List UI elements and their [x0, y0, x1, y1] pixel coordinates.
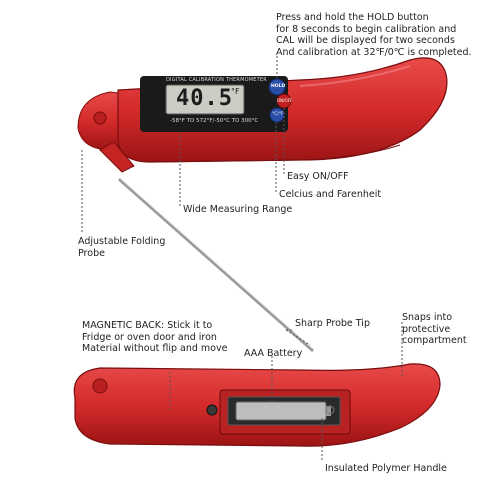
unit-button [269, 107, 285, 123]
magnet [206, 404, 218, 416]
aaa-battery [235, 401, 327, 421]
snaps-into-label: Snaps into protective compartment [402, 312, 467, 346]
callout-lines [81, 56, 403, 460]
magnetic-back-label: MAGNETIC BACK: Stick it to Fridge or ove… [82, 320, 228, 354]
unit-button-label: °C/°F [272, 112, 284, 117]
sharp-probe-tip-label: Sharp Probe Tip [295, 318, 370, 329]
hold-button-label: HOLD [271, 84, 286, 89]
range-text: -58°F TO 572°F/-50°C TO 300°C [170, 118, 259, 124]
thermometer-closed [73, 363, 441, 447]
lcd-reading: 40.5 [176, 86, 233, 111]
probe-rod [118, 178, 314, 352]
insulated-handle-label: Insulated Polymer Handle [325, 463, 447, 474]
celsius-fahrenheit-label: Celcius and Farenheit [279, 189, 382, 200]
easy-onoff-label: Easy ON/OFF [287, 171, 349, 182]
lcd-screen [165, 84, 245, 115]
onoff-button-label: ON/OFF [277, 98, 293, 103]
folding-probe-label: Adjustable Folding Probe [78, 236, 166, 259]
hold-instructions: Press and hold the HOLD button for 8 sec… [276, 12, 472, 58]
wide-range-label: Wide Measuring Range [183, 204, 293, 215]
display-title: DIGITAL CALIBRATION THERMOMETER [166, 77, 267, 83]
aaa-battery-label: AAA Battery [244, 348, 303, 359]
lcd-unit: °F [231, 87, 240, 96]
hold-button [268, 78, 286, 96]
thermometer-open [77, 57, 448, 352]
